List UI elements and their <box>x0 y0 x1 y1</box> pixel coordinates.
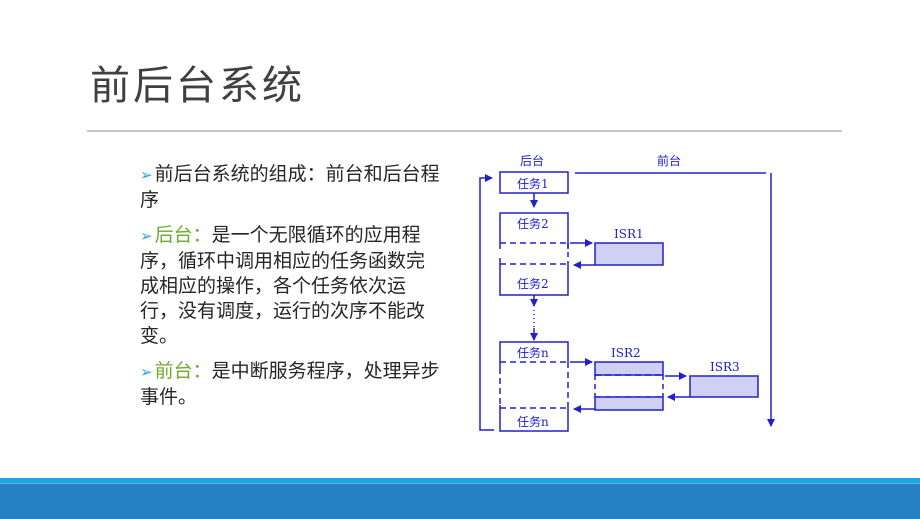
label-background: 后台 <box>520 153 544 168</box>
title-divider <box>87 130 842 132</box>
slide-title: 前后台系统 <box>90 63 305 109</box>
bullet-composition: ➢前后台系统的组成：前台和后台程序 <box>140 162 440 213</box>
task2-top-label: 任务2 <box>517 216 549 231</box>
label-foreground: 前台 <box>657 153 681 168</box>
bullet-highlight: 前台： <box>154 360 212 382</box>
bullet-highlight: 后台： <box>154 224 212 246</box>
arrow-bullet-icon: ➢ <box>140 227 153 245</box>
taskn-top-label: 任务n <box>517 345 549 360</box>
footer-bar <box>0 483 920 519</box>
bullet-text: 是一个无限循环的应用程序，循环中调用相应的任务函数完成相应的操作，各个任务依次运… <box>140 224 426 347</box>
task2-bottom-label: 任务2 <box>517 276 549 291</box>
bullet-background: ➢后台：是一个无限循环的应用程序，循环中调用相应的任务函数完成相应的操作，各个任… <box>140 223 440 349</box>
isr3-label: ISR3 <box>710 360 740 374</box>
footer-accent-strip <box>0 478 920 483</box>
bullet-text: 是中断服务程序，处理异步事件。 <box>140 360 440 408</box>
taskn-bottom-label: 任务n <box>517 414 549 429</box>
bullet-foreground: ➢前台：是中断服务程序，处理异步事件。 <box>140 359 440 410</box>
foreground-background-diagram: 后台 前台 任务1 任务2 任务2 任务n 任务n ISR1 ISR2 ISR3 <box>470 145 790 445</box>
arrow-bullet-icon: ➢ <box>140 363 153 381</box>
isr1-label: ISR1 <box>614 227 644 241</box>
isr2-label: ISR2 <box>611 346 641 360</box>
task1-label: 任务1 <box>517 176 549 191</box>
bullet-list: ➢前后台系统的组成：前台和后台程序 ➢后台：是一个无限循环的应用程序，循环中调用… <box>140 162 440 420</box>
bullet-text: 前后台系统的组成：前台和后台程序 <box>140 163 440 211</box>
arrow-bullet-icon: ➢ <box>140 166 153 184</box>
